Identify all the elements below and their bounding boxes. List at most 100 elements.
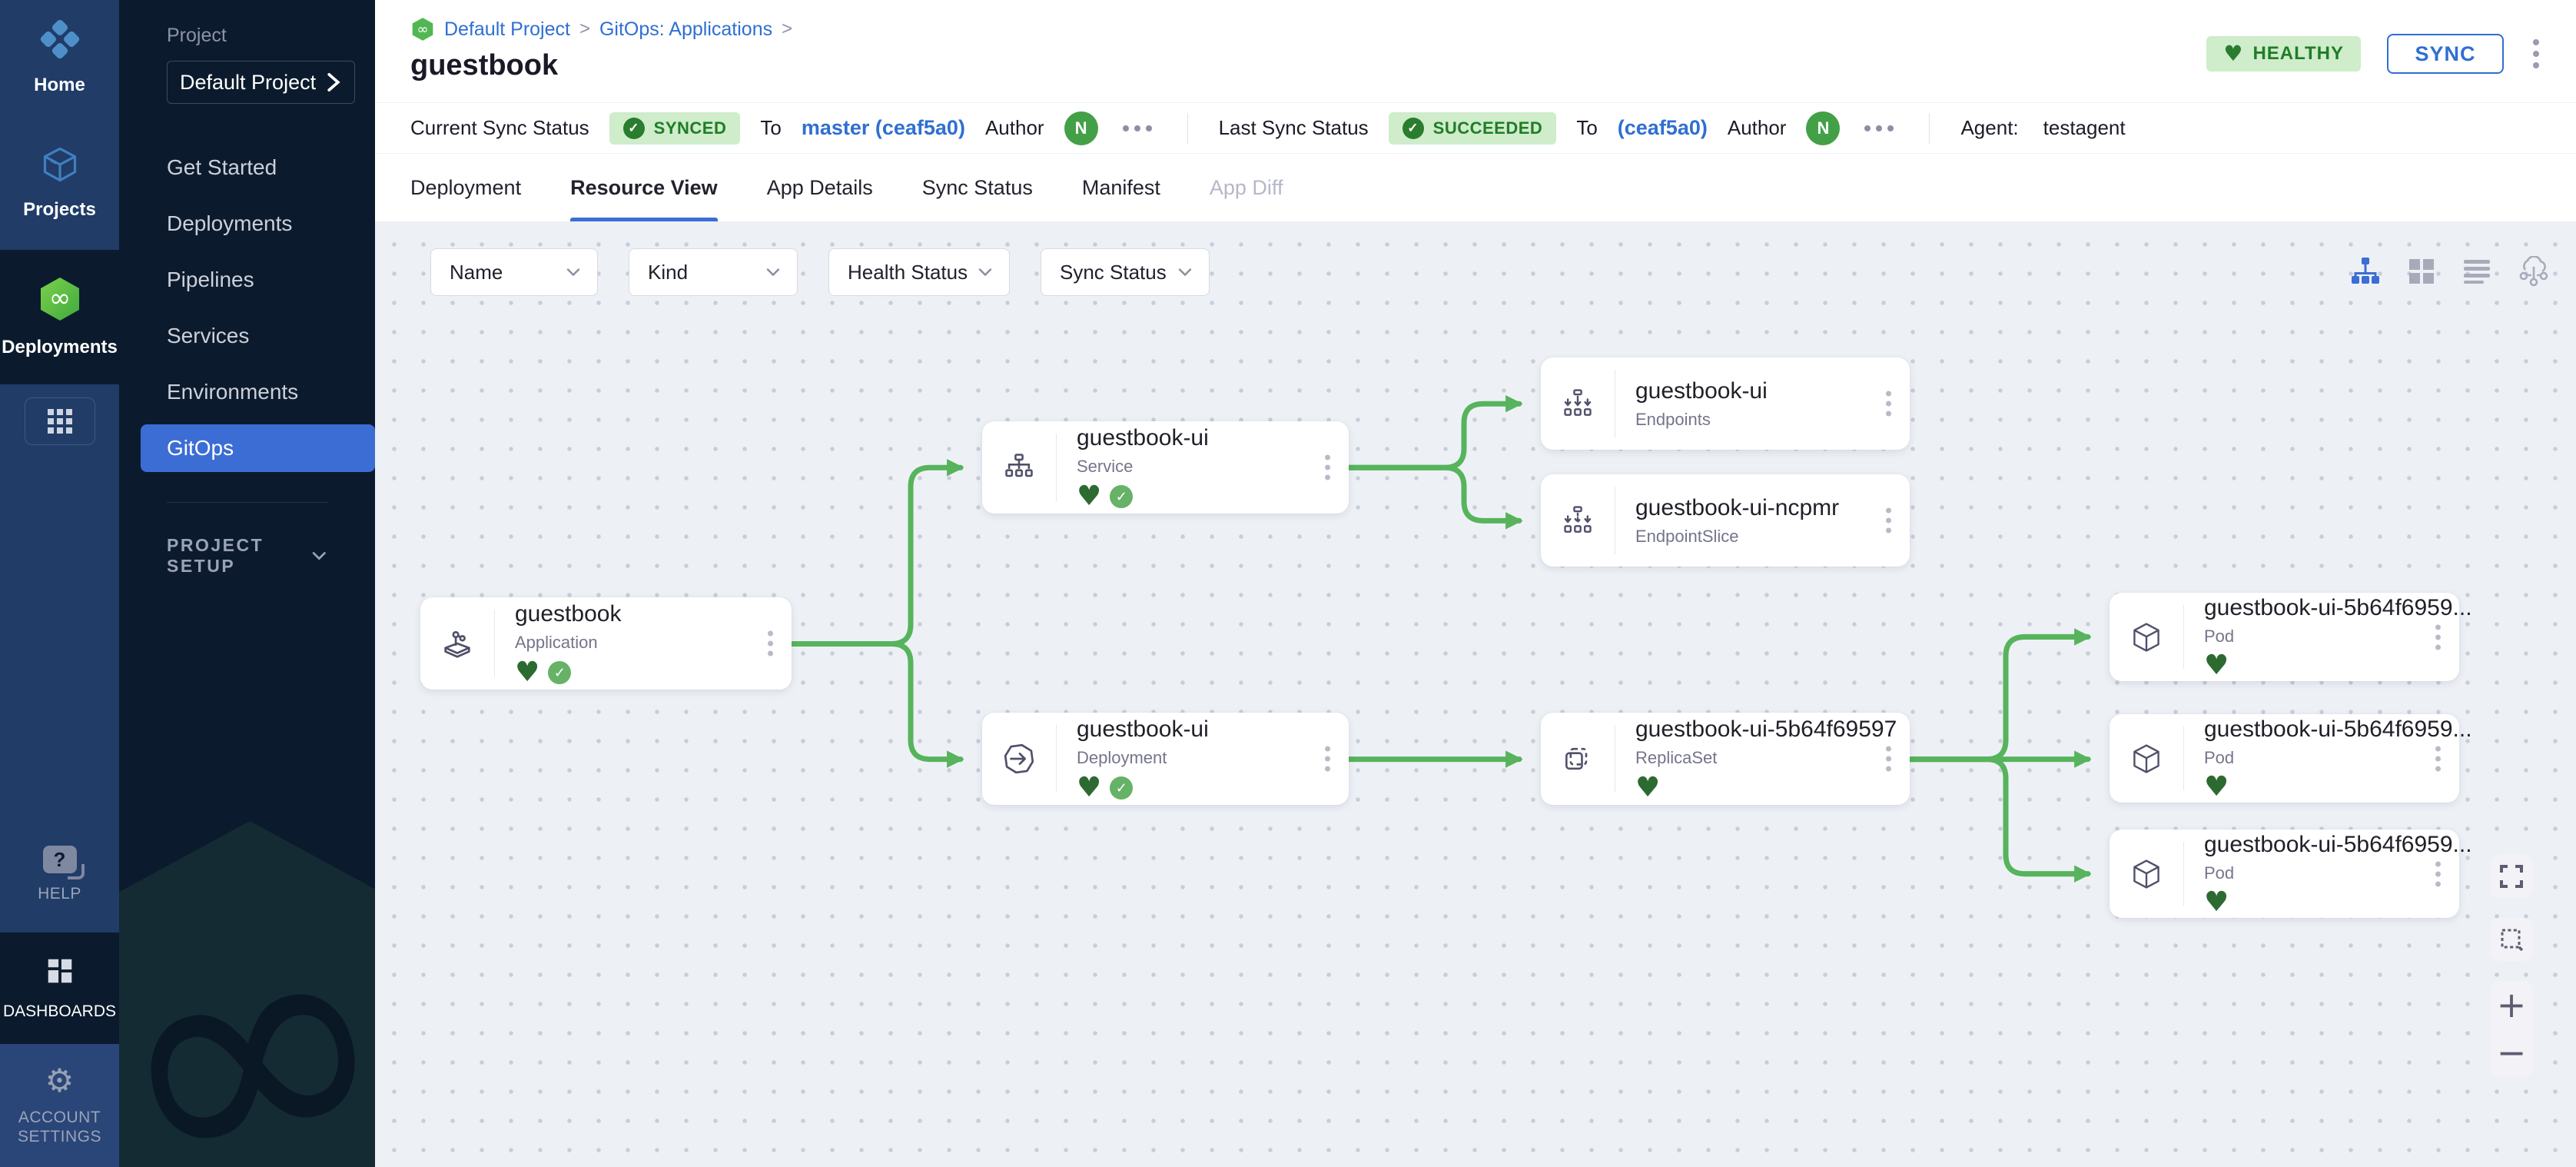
network-view-toggle[interactable] [2518, 256, 2550, 287]
node-replicaset-guestbook-ui-5b64f69597[interactable]: guestbook-ui-5b64f69597 ReplicaSet ♥ [1541, 713, 1910, 805]
to-label: To [1576, 116, 1598, 139]
node-name: guestbook-ui [1077, 425, 1209, 451]
last-sync-value: SUCCEEDED [1432, 118, 1543, 138]
sidebar-item-get-started[interactable]: Get Started [119, 139, 375, 195]
rail-item-projects[interactable]: Projects [0, 115, 119, 250]
sidebar-item-deployments[interactable]: Deployments [119, 195, 375, 251]
filter-health-status[interactable]: Health Status [828, 248, 1010, 296]
rail-item-deployments[interactable]: ∞ Deployments [0, 250, 119, 384]
sync-status-bar: Current Sync Status ✓ SYNCED To master (… [375, 102, 2576, 154]
node-deployment-guestbook-ui[interactable]: guestbook-ui Deployment ♥ ✓ [982, 713, 1349, 805]
tab-resource-view[interactable]: Resource View [570, 154, 718, 221]
node-name: guestbook-ui-5b64f6959... [2203, 716, 2472, 742]
header-actions: ♥ HEALTHY SYNC [2206, 34, 2542, 74]
check-circle-icon: ✓ [622, 117, 645, 139]
healthy-heart-icon: ♥ [1635, 771, 1661, 803]
page-title: guestbook [410, 49, 559, 81]
zoom-in-button[interactable]: + [2496, 984, 2527, 1026]
filter-kind[interactable]: Kind [629, 248, 798, 296]
application-icon [420, 597, 494, 690]
current-revision-link[interactable]: master (ceaf5a0) [801, 116, 965, 139]
rail-item-label: Deployments [2, 336, 118, 357]
node-menu-kebab-icon[interactable] [1881, 387, 1896, 421]
chevron-right-icon [327, 73, 340, 91]
node-menu-kebab-icon[interactable] [1881, 742, 1896, 776]
grid-dots-icon [47, 408, 72, 434]
node-menu-kebab-icon[interactable] [2431, 620, 2445, 654]
node-menu-kebab-icon[interactable] [763, 627, 778, 661]
list-view-toggle[interactable] [2462, 258, 2491, 284]
node-pod-2[interactable]: guestbook-ui-5b64f6959... Pod ♥ [2110, 714, 2472, 803]
rail-item-help[interactable]: ? HELP [0, 817, 119, 933]
grid-view-icon [2409, 259, 2434, 284]
rail-item-account-settings[interactable]: ⚙ ACCOUNT SETTINGS [0, 1044, 119, 1167]
rail-item-home[interactable]: Home [0, 0, 119, 115]
node-pod-3[interactable]: guestbook-ui-5b64f6959... Pod ♥ [2110, 830, 2472, 918]
last-revision-link[interactable]: (ceaf5a0) [1617, 116, 1708, 139]
sidebar-item-pipelines[interactable]: Pipelines [119, 251, 375, 308]
node-pod-1[interactable]: guestbook-ui-5b64f6959... Pod ♥ [2110, 593, 2472, 681]
deployment-icon [982, 713, 1056, 805]
sidebar-item-gitops[interactable]: GitOps [141, 424, 375, 472]
tab-manifest[interactable]: Manifest [1081, 175, 1160, 199]
node-menu-kebab-icon[interactable] [1320, 451, 1335, 485]
sidebar-item-environments[interactable]: Environments [119, 364, 375, 420]
selection-button[interactable] [2490, 918, 2533, 961]
project-selector[interactable]: Default Project [167, 61, 355, 104]
last-sync-label: Last Sync Status [1218, 116, 1369, 139]
check-circle-icon: ✓ [1402, 117, 1424, 139]
node-menu-kebab-icon[interactable] [2431, 741, 2445, 776]
sidebar-item-label: GitOps [167, 436, 234, 460]
tab-sync-status[interactable]: Sync Status [921, 175, 1033, 199]
health-status-badge: ♥ HEALTHY [2206, 36, 2361, 71]
module-grid-button[interactable] [24, 397, 95, 445]
pod-icon [2110, 830, 2183, 918]
app-menu-kebab-icon[interactable] [2530, 36, 2542, 71]
node-kind: Endpoints [1635, 409, 1711, 429]
last-sync-badge: ✓ SUCCEEDED [1388, 111, 1557, 145]
edge-service-endpoints [1346, 394, 1523, 470]
project-setup-toggle[interactable]: PROJECT SETUP [119, 535, 375, 577]
node-menu-kebab-icon[interactable] [1881, 504, 1896, 538]
gitops-watermark: ∞ [119, 821, 375, 1167]
filter-label: Name [450, 260, 503, 284]
question-glyph: ? [53, 847, 66, 871]
to-label: To [760, 116, 782, 139]
fullscreen-button[interactable] [2490, 855, 2533, 898]
rail-item-dashboards[interactable]: DASHBOARDS [0, 933, 119, 1044]
node-kind: Pod [2203, 747, 2235, 767]
tab-app-details[interactable]: App Details [766, 175, 873, 199]
view-toggles [2350, 256, 2550, 287]
zoom-out-button[interactable]: − [2496, 1032, 2527, 1073]
filter-name[interactable]: Name [430, 248, 598, 296]
node-endpointslice-guestbook-ui-ncpmr[interactable]: guestbook-ui-ncpmr EndpointSlice [1541, 474, 1910, 567]
node-service-guestbook-ui[interactable]: guestbook-ui Service ♥ ✓ [982, 421, 1349, 514]
commit-message-ellipsis[interactable] [1860, 121, 1898, 136]
node-endpoints-guestbook-ui[interactable]: guestbook-ui Endpoints [1541, 357, 1910, 450]
grid-view-toggle[interactable] [2407, 257, 2436, 286]
node-kind: ReplicaSet [1635, 748, 1718, 767]
resource-tree-canvas[interactable]: Name Kind Health Status Sync Status [375, 222, 2576, 1167]
sidebar-item-label: Pipelines [167, 267, 254, 291]
tab-deployment[interactable]: Deployment [410, 175, 522, 199]
breadcrumb-section-link[interactable]: GitOps: Applications [599, 18, 773, 40]
sync-button[interactable]: SYNC [2387, 34, 2504, 74]
selection-box-icon [2501, 929, 2523, 951]
sidebar-nav: Get Started Deployments Pipelines Servic… [119, 139, 375, 476]
node-application-guestbook[interactable]: guestbook Application ♥ ✓ [420, 597, 792, 690]
tree-view-toggle[interactable] [2350, 256, 2381, 287]
tab-app-diff[interactable]: App Diff [1209, 175, 1283, 199]
replicaset-icon [1541, 713, 1615, 805]
tree-edges [788, 394, 2092, 883]
endpoints-icon [1541, 357, 1615, 450]
commit-message-ellipsis[interactable] [1118, 121, 1157, 136]
agent-label: Agent: [1960, 116, 2019, 139]
sidebar-item-label: Services [167, 323, 250, 347]
node-name: guestbook [515, 601, 622, 627]
breadcrumb-project-link[interactable]: Default Project [444, 18, 570, 40]
node-menu-kebab-icon[interactable] [1320, 742, 1335, 776]
svg-text:∞: ∞ [48, 283, 70, 314]
sidebar-item-services[interactable]: Services [119, 308, 375, 364]
node-menu-kebab-icon[interactable] [2431, 856, 2445, 891]
filter-sync-status[interactable]: Sync Status [1041, 248, 1210, 296]
